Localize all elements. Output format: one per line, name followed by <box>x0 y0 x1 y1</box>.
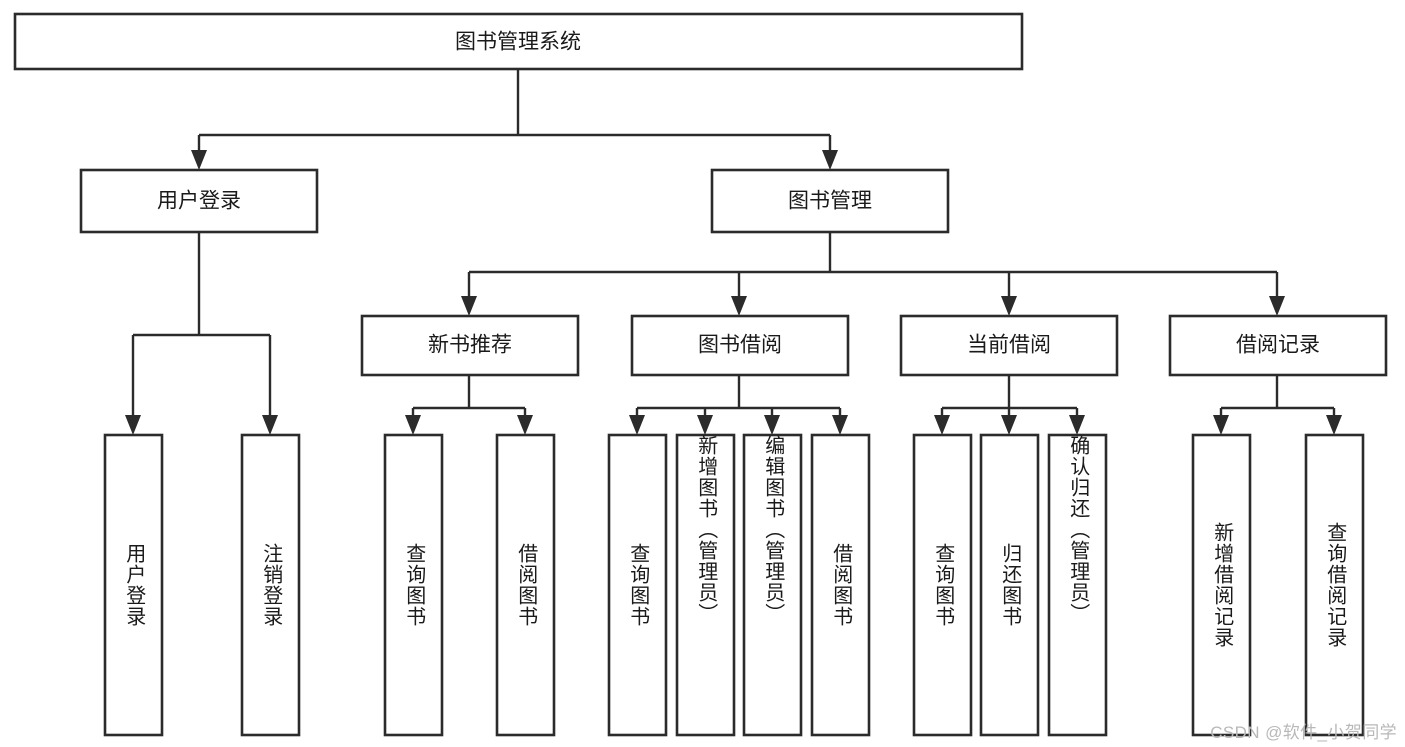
arrow-head-leaf-edit-book <box>764 415 780 435</box>
arrow-head-leaf-user-login <box>125 415 141 435</box>
leaf-return-book-rect[interactable] <box>979 433 1040 737</box>
node-borrow-record-label: 借阅记录 <box>1236 334 1320 357</box>
arrow-head-leaf-query-2 <box>629 415 645 435</box>
node-current-borrow[interactable]: 当前借阅 <box>899 314 1119 377</box>
node-book-manage-label: 图书管理 <box>788 190 872 213</box>
node-title[interactable]: 图书管理系统 <box>13 12 1024 71</box>
node-borrow-record[interactable]: 借阅记录 <box>1168 314 1388 377</box>
connector-group-current-borrow <box>934 375 1085 435</box>
arrow-head-book-borrow <box>731 296 747 316</box>
leaf-query-book-2-rect[interactable] <box>607 433 668 737</box>
node-title-label: 图书管理系统 <box>455 31 581 54</box>
connector-group-root <box>191 69 838 170</box>
arrow-head-user-login <box>191 150 207 170</box>
leaf-add-book-rect[interactable] <box>675 433 736 737</box>
arrow-head-leaf-query-3 <box>934 415 950 435</box>
node-user-login[interactable]: 用户登录 <box>79 168 319 234</box>
node-user-login-rect[interactable] <box>79 168 319 234</box>
node-current-borrow-label: 当前借阅 <box>967 334 1051 357</box>
node-new-book-recommend-label: 新书推荐 <box>428 334 512 357</box>
arrow-head-current-borrow <box>1001 296 1017 316</box>
node-borrow-record-rect[interactable] <box>1168 314 1388 377</box>
arrow-head-leaf-borrow-2 <box>832 415 848 435</box>
connector-group-user-login <box>125 232 278 435</box>
node-book-borrow[interactable]: 图书借阅 <box>630 314 850 377</box>
leaf-borrow-book-1-rect[interactable] <box>495 433 556 737</box>
arrow-head-leaf-confirm-return <box>1069 415 1085 435</box>
arrow-head-leaf-query-record <box>1326 415 1342 435</box>
node-book-manage-rect[interactable] <box>710 168 950 234</box>
watermark-text: CSDN @软件_小贺同学 <box>1210 723 1397 742</box>
leaf-query-record-rect[interactable] <box>1304 433 1365 737</box>
arrow-head-borrow-record <box>1269 296 1285 316</box>
connector-group-book-manage <box>461 232 1285 316</box>
node-new-book-recommend-rect[interactable] <box>360 314 580 377</box>
node-title-rect[interactable] <box>13 12 1024 71</box>
arrow-head-leaf-add-record <box>1213 415 1229 435</box>
node-book-borrow-label: 图书借阅 <box>698 334 782 357</box>
leaf-add-record-rect[interactable] <box>1191 433 1252 737</box>
leaf-borrow-book-2-rect[interactable] <box>810 433 871 737</box>
leaf-query-book-1-rect[interactable] <box>383 433 444 737</box>
node-book-manage[interactable]: 图书管理 <box>710 168 950 234</box>
connector-group-borrow-record <box>1213 375 1342 435</box>
leaf-logout-login-rect[interactable] <box>240 433 301 737</box>
arrow-head-leaf-add-book <box>697 415 713 435</box>
arrow-head-leaf-borrow-1 <box>517 415 533 435</box>
arrow-head-leaf-logout <box>262 415 278 435</box>
connector-group-new-book <box>405 375 533 435</box>
node-user-login-label: 用户登录 <box>157 190 241 213</box>
arrow-head-book-manage <box>822 150 838 170</box>
arrow-head-leaf-query-1 <box>405 415 421 435</box>
node-current-borrow-rect[interactable] <box>899 314 1119 377</box>
leaf-confirm-return-rect[interactable] <box>1047 433 1108 737</box>
leaf-query-book-3-rect[interactable] <box>912 433 973 737</box>
node-book-borrow-rect[interactable] <box>630 314 850 377</box>
leaf-edit-book-rect[interactable] <box>742 433 803 737</box>
arrow-head-new-book <box>461 296 477 316</box>
connector-group-book-borrow <box>629 375 848 435</box>
leaf-user-login-rect[interactable] <box>103 433 164 737</box>
node-new-book-recommend[interactable]: 新书推荐 <box>360 314 580 377</box>
arrow-head-leaf-return-book <box>1001 415 1017 435</box>
